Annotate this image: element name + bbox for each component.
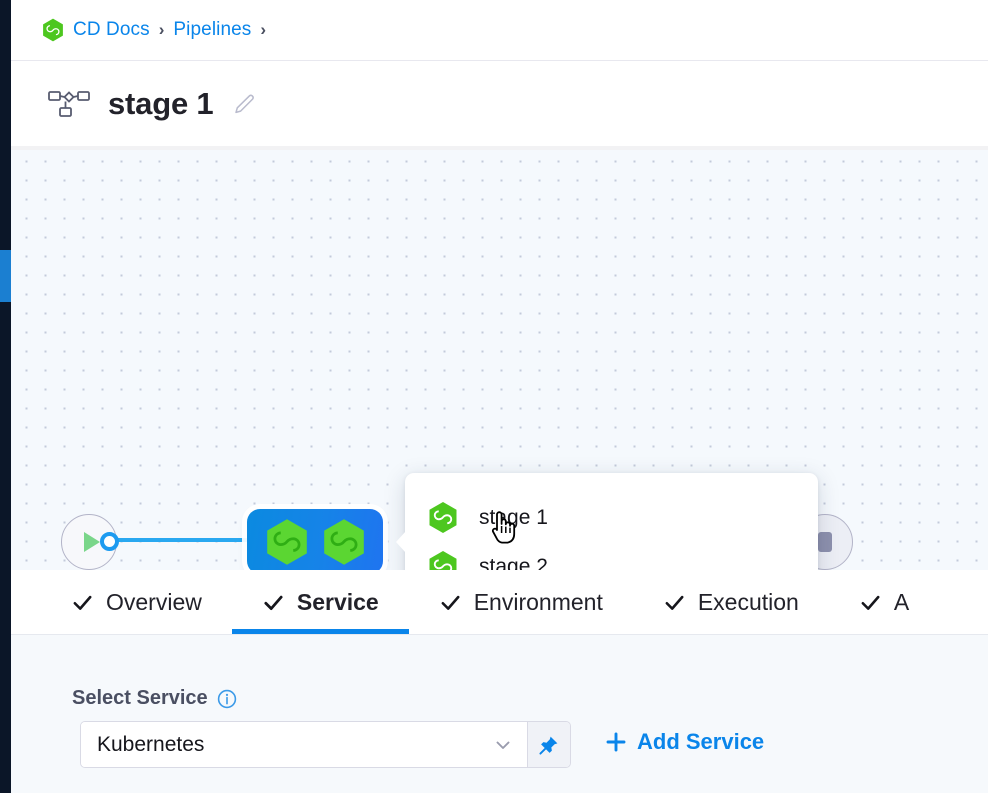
check-icon — [73, 595, 92, 610]
harness-hexagon-icon — [323, 518, 364, 565]
check-icon — [441, 595, 460, 610]
add-service-button[interactable]: Add Service — [605, 729, 764, 755]
tab-label: A — [893, 588, 910, 615]
popup-item-stage-2[interactable]: stage 2 — [405, 542, 818, 570]
check-icon — [665, 595, 684, 610]
tab-advanced[interactable]: A — [829, 570, 939, 634]
plus-icon — [606, 732, 626, 752]
breadcrumb-link-pipelines[interactable]: Pipelines — [173, 19, 252, 40]
harness-hexagon-icon — [43, 18, 63, 42]
start-node-port[interactable] — [100, 532, 119, 551]
harness-hexagon-icon — [429, 502, 457, 533]
stage-config-tabs: Overview Service Environment Execution A — [11, 570, 988, 634]
page-title: stage 1 — [108, 85, 214, 121]
select-service-label: Select Service — [72, 687, 208, 709]
pin-button[interactable] — [527, 722, 570, 767]
add-service-label: Add Service — [637, 729, 765, 754]
popup-item-label: stage 2 — [479, 554, 548, 571]
pipeline-stage-icon — [48, 90, 90, 117]
service-select[interactable]: Kubernetes — [81, 722, 527, 767]
tab-execution[interactable]: Execution — [633, 570, 829, 634]
page-title-bar: stage 1 — [11, 61, 988, 146]
breadcrumb-separator: › — [158, 20, 165, 39]
rail-active-indicator — [0, 250, 11, 302]
canvas-top-divider — [11, 146, 988, 150]
check-icon — [861, 595, 880, 610]
breadcrumb-link-cd-docs[interactable]: CD Docs — [73, 19, 150, 40]
tab-label: Execution — [697, 588, 799, 615]
play-icon — [84, 532, 100, 552]
harness-hexagon-icon — [266, 518, 307, 565]
breadcrumb: CD Docs › Pipelines › — [11, 0, 988, 61]
add-stage-placeholder-icon — [818, 532, 832, 552]
select-service-label-group: Select Service — [72, 687, 237, 710]
pipeline-canvas[interactable]: stage 1 + 1 more stages Add Stage stage … — [11, 146, 988, 570]
connector-line — [117, 538, 249, 542]
pencil-icon[interactable] — [233, 93, 255, 115]
chevron-down-icon — [496, 741, 510, 749]
service-select-wrap: Kubernetes — [80, 721, 571, 768]
tab-environment[interactable]: Environment — [409, 570, 633, 634]
harness-hexagon-icon — [429, 551, 457, 570]
service-config-panel — [11, 634, 988, 793]
pin-icon — [539, 736, 558, 755]
tab-label: Service — [296, 588, 379, 615]
tab-label: Overview — [106, 588, 202, 615]
popup-item-label: stage 1 — [479, 505, 548, 529]
stage-group-node[interactable] — [247, 509, 383, 570]
tab-service[interactable]: Service — [231, 570, 409, 634]
tab-overview[interactable]: Overview — [41, 570, 232, 634]
breadcrumb-separator: › — [260, 20, 267, 39]
popup-item-stage-1[interactable]: stage 1 — [405, 493, 818, 542]
service-select-value: Kubernetes — [97, 732, 205, 756]
tab-label: Environment — [473, 588, 603, 615]
info-icon[interactable] — [217, 689, 237, 709]
stage-selection-popup: stage 1 stage 2 — [396, 473, 818, 570]
check-icon — [264, 595, 283, 610]
left-nav-rail — [0, 0, 11, 793]
